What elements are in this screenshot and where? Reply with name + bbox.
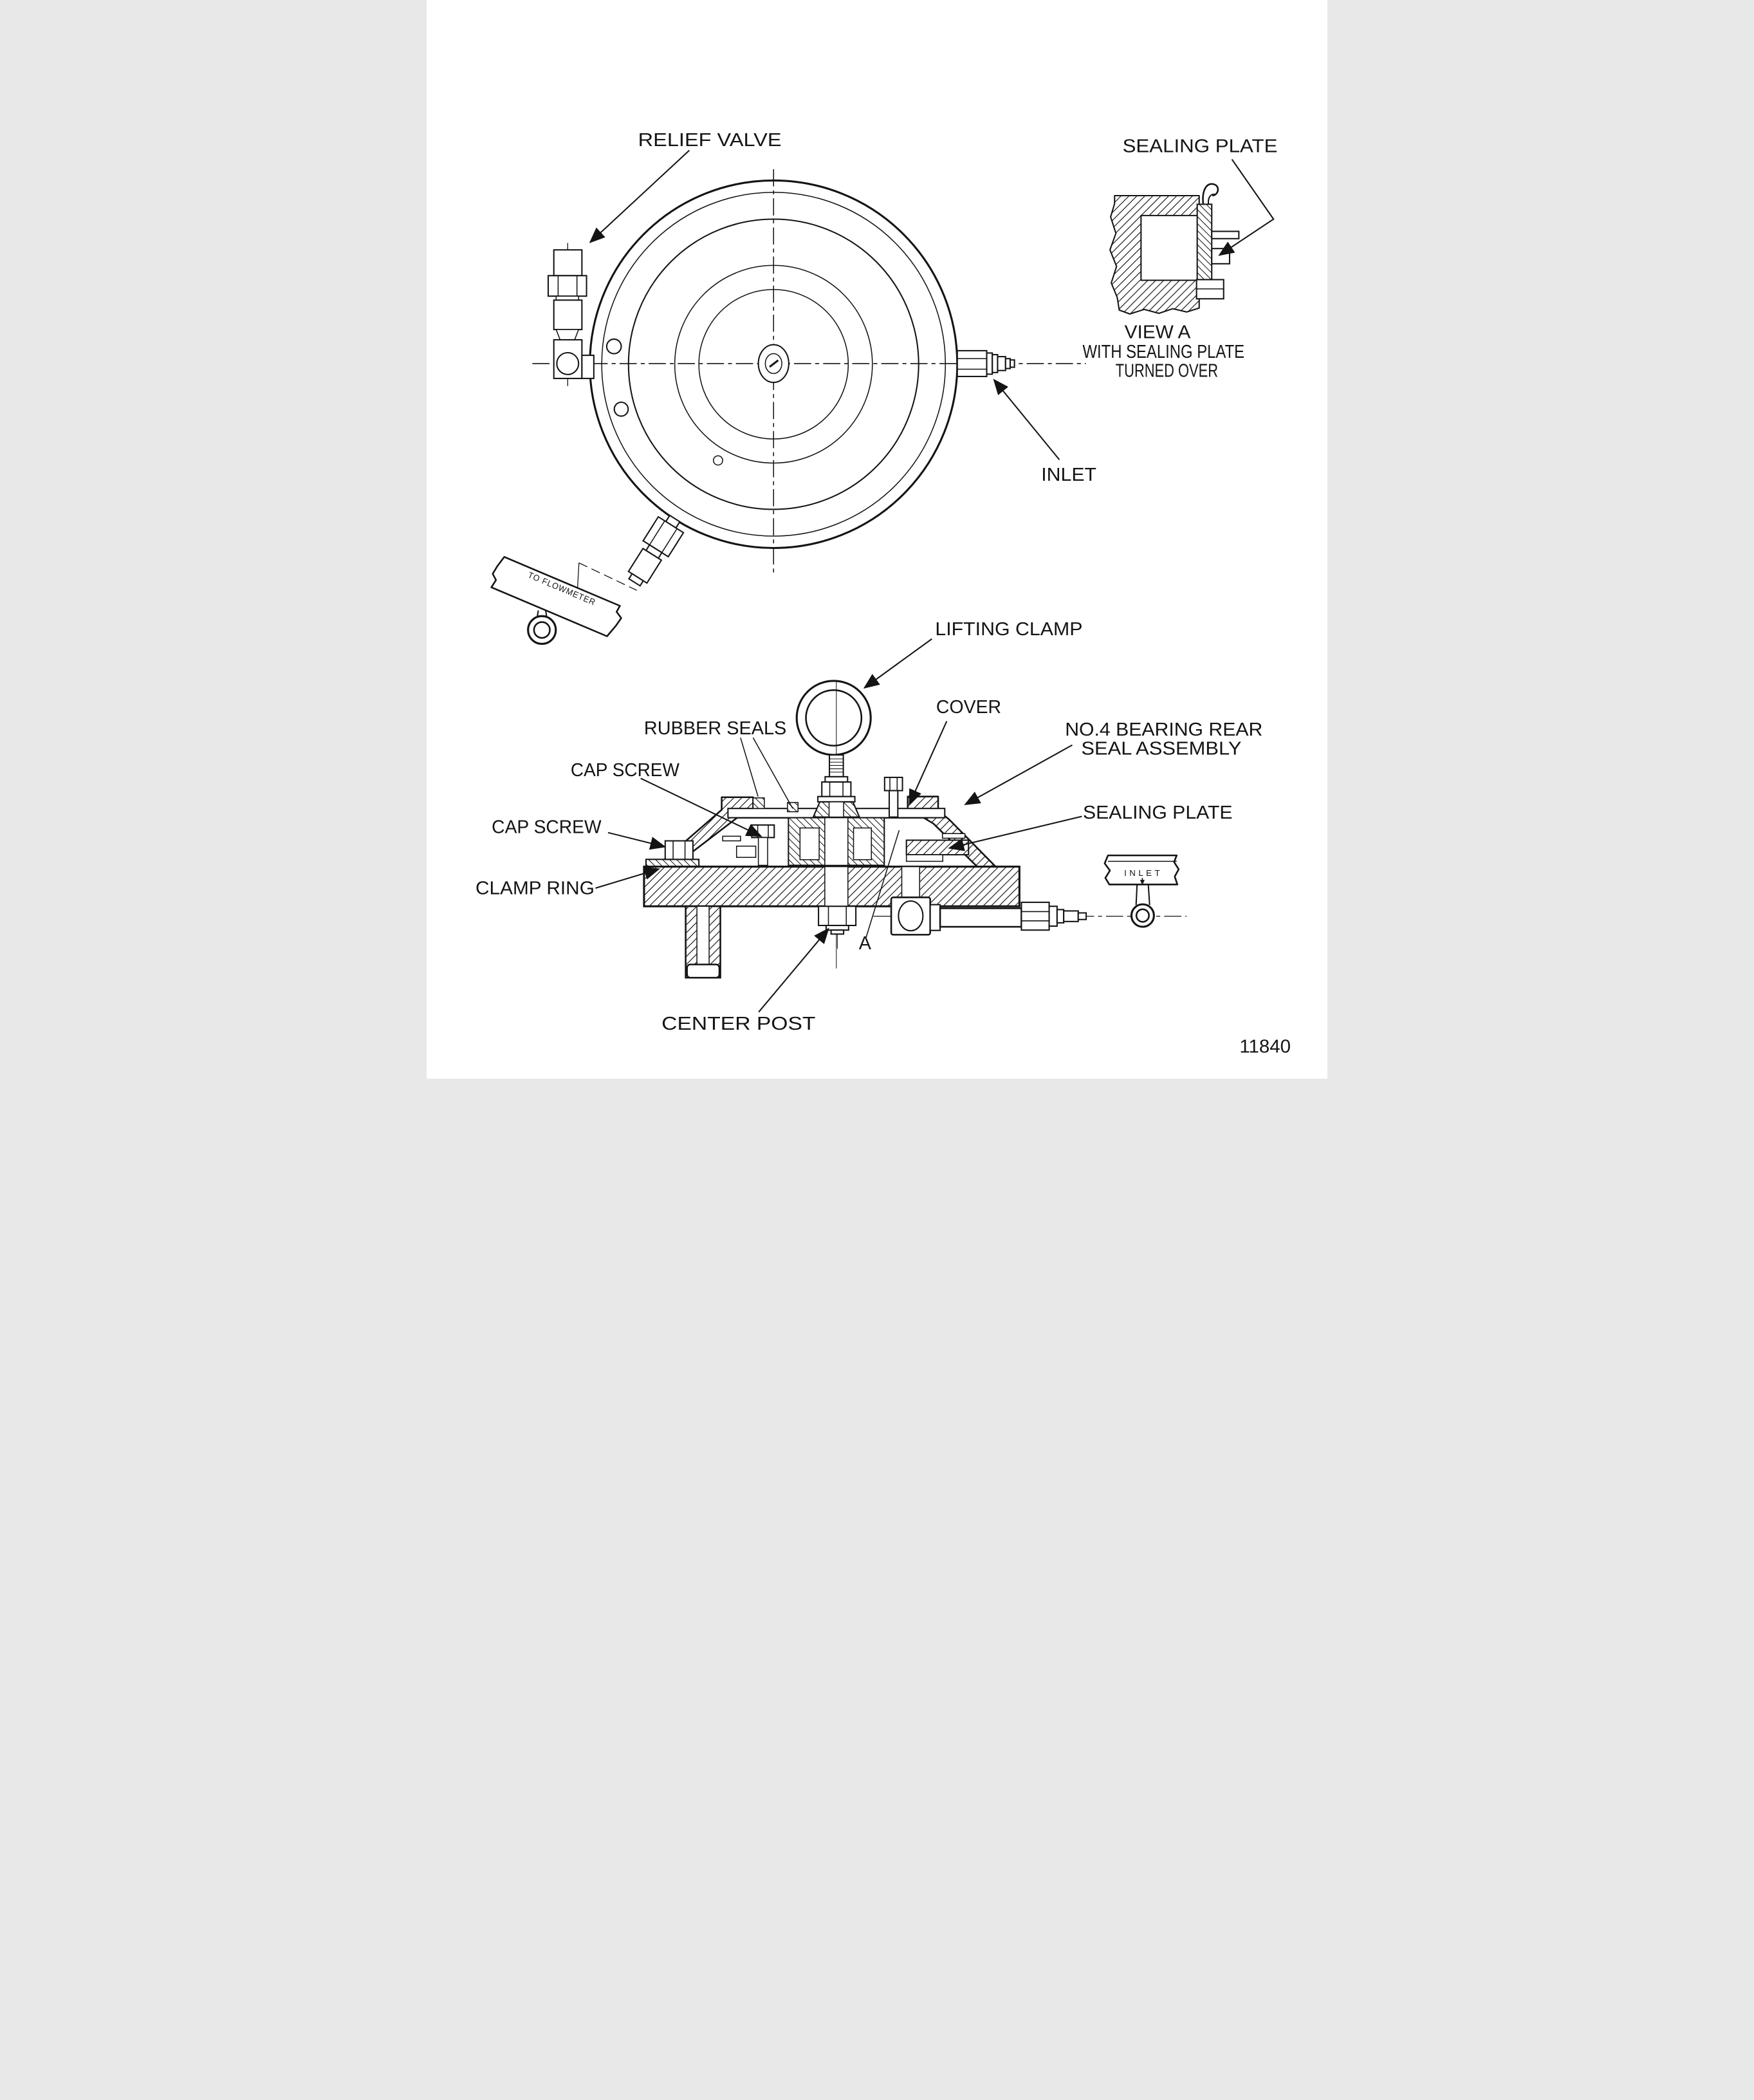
rubber-seals-leader-2 [752, 737, 793, 809]
drawing-sheet: TO FLOWMETER RELIEF VALVE INLET SEALING … [427, 0, 1327, 1079]
view-a-subtitle1: WITH SEALING PLATE [1082, 342, 1244, 362]
tag-leader-dashed [578, 562, 637, 591]
relief-valve-fitting [547, 243, 595, 386]
view-a-marker: A [859, 933, 872, 954]
cap-screw-outer [664, 840, 694, 860]
valve-ball [556, 351, 580, 375]
sealing-plate-leader [948, 815, 1082, 851]
lifting-clamp-ring [795, 680, 872, 803]
flowmeter-fitting [627, 514, 685, 587]
center-post-part [818, 906, 857, 949]
relief-valve-label: RELIEF VALVE [638, 130, 782, 151]
paper [427, 0, 1327, 1079]
clamp-ring-label: CLAMP RING [475, 878, 595, 899]
cap-screw-lower-label: CAP SCREW [492, 817, 602, 838]
left-pin [722, 835, 741, 842]
retainer-clip [1202, 183, 1219, 204]
sealing-plate-section [1196, 203, 1213, 281]
sealing-plate-detail-label: SEALING PLATE [1123, 136, 1278, 157]
dowel-leg [685, 905, 721, 979]
screw-slot [769, 359, 779, 368]
bolt-holes [605, 338, 723, 466]
inlet-label: INLET [1041, 465, 1096, 485]
technical-diagram: TO FLOWMETER RELIEF VALVE INLET SEALING … [427, 0, 1327, 1079]
bearing-rear-label-line2: SEAL ASSEMBLY [1081, 738, 1241, 759]
housing-section [1109, 195, 1200, 315]
cap-screw-upper-label: CAP SCREW [571, 760, 680, 781]
rubber-seals-label: RUBBER SEALS [644, 718, 786, 739]
lifting-clamp-label: LIFTING CLAMP [935, 619, 1082, 640]
inlet-fitting [956, 349, 1015, 377]
sealing-plate-in-section [905, 839, 970, 856]
view-a-subtitle2: TURNED OVER [1116, 360, 1218, 381]
cap-screw-lower-leader [607, 832, 667, 850]
inlet-leader [993, 378, 1060, 461]
inlet-piping [873, 897, 1187, 936]
inlet-tag-text: INLET [1124, 868, 1160, 878]
detail-view-a: SEALING PLATE VIEW A WITH SEALING PLATE … [1082, 136, 1277, 382]
lifting-clamp-leader [863, 638, 932, 689]
clamp-ring-leader [595, 866, 661, 889]
inlet-tag: INLET [1103, 854, 1180, 928]
center-post-leader [758, 927, 829, 1013]
cover-bolt [883, 776, 903, 818]
view-a-marker-leader [865, 830, 900, 938]
bearing-rear-leader [964, 744, 1073, 806]
relief-valve-leader [589, 149, 690, 243]
bearing-rear-label-line1: NO.4 BEARING REAR [1065, 720, 1262, 740]
top-view: TO FLOWMETER RELIEF VALVE INLET [490, 130, 1096, 645]
sealing-plate-label: SEALING PLATE [1083, 803, 1233, 823]
cover-label: COVER [936, 697, 1001, 718]
center-hub [757, 344, 789, 384]
rubber-seal-left [752, 797, 765, 809]
view-a-title: VIEW A [1125, 322, 1192, 342]
sealing-plate-detail-leader [1218, 158, 1275, 256]
cover-leader [909, 721, 948, 806]
section-view: INLET LIFTING CLAMP RUBBER SEALS COVER N… [475, 619, 1262, 1034]
rubber-seal-right [787, 802, 799, 813]
sealing-plate-tab [1211, 230, 1240, 239]
cap-screw-upper-leader [640, 777, 762, 837]
center-post-label: CENTER POST [661, 1014, 815, 1034]
right-pin [941, 833, 966, 839]
rubber-seals-leader-1 [740, 738, 759, 797]
figure-number: 11840 [1239, 1037, 1291, 1057]
